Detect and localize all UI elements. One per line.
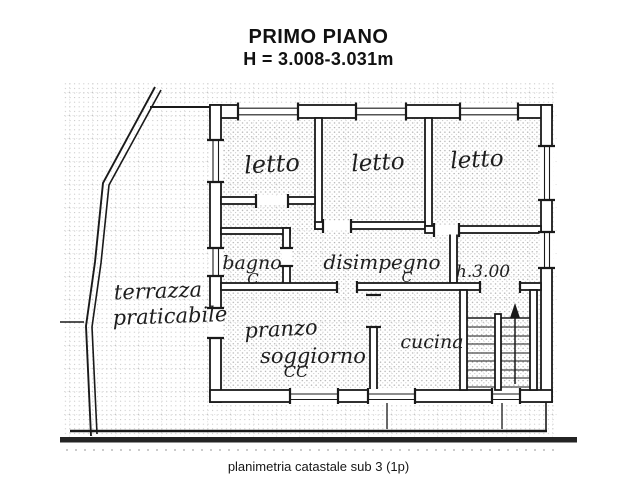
door-stairhall-landing [478, 281, 522, 293]
room-label-cucina: cucina [400, 331, 463, 353]
window-stairs-bottom [490, 388, 522, 404]
page-title: PRIMO PIANO [248, 26, 389, 48]
room-label-letto-2: letto [351, 149, 406, 178]
door-openings [207, 194, 522, 340]
wall-middle-3 [519, 282, 542, 291]
room-label-soggiorno: soggiorno [260, 344, 366, 368]
room-label-terrazza-2: praticabile [112, 302, 228, 330]
room-label-letto-3: letto [450, 146, 505, 175]
room-sublabel-bagno: C [247, 270, 259, 288]
window-letto2-top [354, 102, 408, 121]
room-labels: letto letto letto bagno C disimpegno C h… [112, 146, 510, 381]
door-letto3 [432, 223, 461, 237]
door-terrace [207, 306, 224, 340]
height-note: h.3.00 [456, 262, 510, 282]
terrace-parapet [60, 86, 212, 437]
window-letto1-top [236, 102, 300, 121]
window-letto3-top [458, 102, 520, 121]
window-bagno-left [207, 246, 224, 278]
page-subtitle-height: H = 3.008-3.031m [243, 49, 394, 69]
room-label-disimpegno: disimpegno [323, 250, 440, 274]
room-label-terrazza: terrazza [114, 277, 203, 304]
door-cucina [366, 293, 381, 329]
wall-middle-1 [220, 282, 338, 291]
window-letto3-right [538, 144, 555, 202]
window-soggiorno-bottom-1 [288, 388, 340, 404]
room-label-bagno: bagno [222, 252, 281, 274]
stair-direction-arrow-icon [510, 303, 520, 384]
wall-letto2-letto3 [424, 117, 433, 227]
window-letto1-left [207, 138, 224, 184]
door-disimpegno-soggiorno [335, 281, 359, 293]
wall-letto3-bottom [424, 225, 542, 234]
wall-middle-2 [356, 282, 481, 291]
room-label-letto-1: letto [243, 149, 300, 180]
scan-border [60, 437, 577, 451]
window-soggiorno-bottom-2 [366, 388, 417, 404]
door-letto2 [321, 219, 353, 233]
wall-letto1-letto2 [314, 117, 323, 230]
door-letto1 [254, 194, 290, 208]
plan-caption: planimetria catastale sub 3 (1p) [227, 459, 410, 474]
wall-bagno-top [220, 227, 291, 235]
room-sublabel-soggiorno: CC [284, 362, 308, 381]
wall-stairs-right [529, 289, 538, 391]
room-sublabel-disimpegno: C [402, 270, 413, 286]
wall-soggiorno-cucina [369, 326, 378, 391]
staircase [467, 303, 530, 391]
windows [207, 102, 555, 404]
room-label-pranzo: pranzo [244, 315, 318, 343]
wall-stairs-left [459, 289, 468, 391]
door-bagno [280, 246, 293, 268]
balcony-edge [70, 402, 547, 433]
window-stairhall-right [538, 230, 555, 270]
